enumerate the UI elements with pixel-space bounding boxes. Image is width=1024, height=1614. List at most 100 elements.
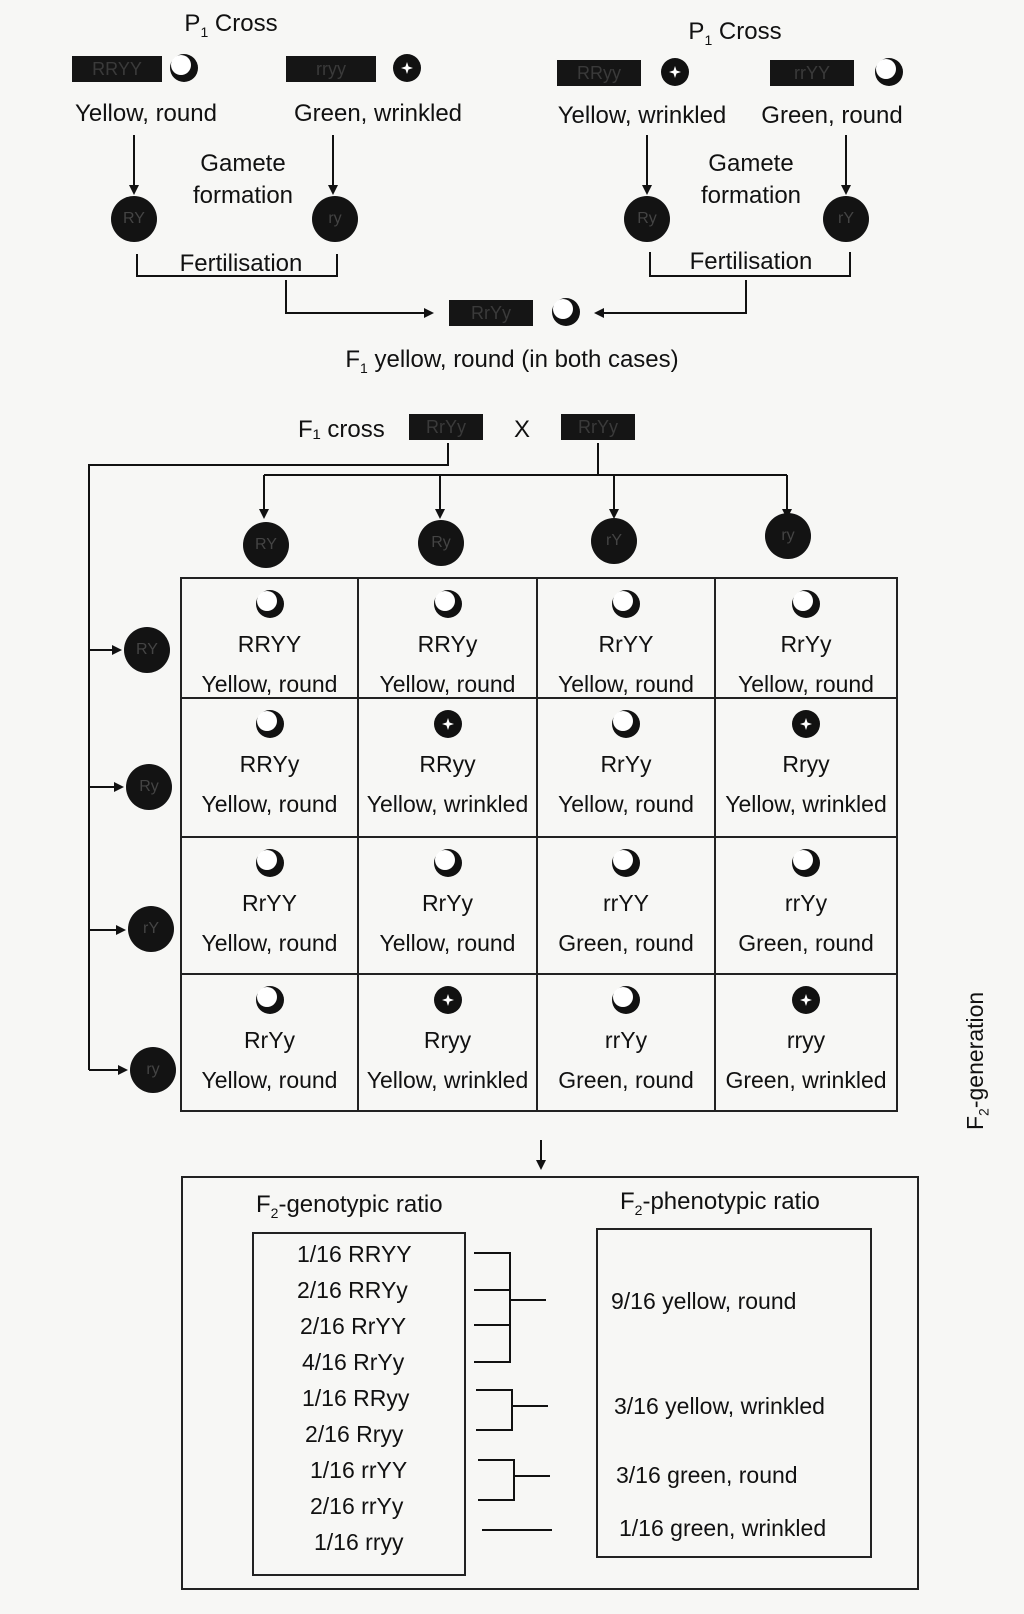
cell-phenotype: Yellow, round [379,671,516,697]
phenotypic-ratio-box [596,1228,872,1558]
round-seed-icon [433,589,463,619]
cell-genotype: rryy [786,1027,826,1053]
f1-cross-right-box: RrYy [561,414,635,440]
cell-genotype: rrYy [604,1027,648,1053]
right-p1-title: P1 Cross [688,18,782,48]
genotypic-item: 4/16 RrYy [302,1349,405,1375]
cell-genotype: RrYY [242,890,297,916]
cell-genotype: RrYy [421,890,474,916]
punnett-cell: RrYY Yellow, round [536,577,716,699]
column-gamete-3: rY [591,518,637,564]
wrinkled-seed-icon [791,985,821,1015]
punnett-cell: rrYY Green, round [536,836,716,975]
cell-phenotype: Yellow, round [201,671,338,697]
round-seed-icon [433,848,463,878]
f1-left-branch [88,443,449,1070]
left-gamete-2: ry [312,196,358,242]
bracket-9-16 [474,1252,511,1363]
left-parent1-genotype-box: RRYY [72,56,162,82]
round-seed-icon [552,298,580,326]
cell-phenotype: Yellow, round [379,930,516,956]
left-parent2-genotype-box: rryy [286,56,376,82]
genotypic-item: 1/16 rryy [314,1529,404,1555]
row-gamete-3: rY [128,906,174,952]
right-fertilisation-bracket [649,252,851,277]
left-fertilisation-label: Fertilisation [179,250,303,277]
round-seed-icon [255,985,285,1015]
genotypic-ratio-title: F2-genotypic ratio [256,1191,443,1221]
bracket-3-16-yw [476,1389,513,1431]
right-gamete-1: Ry [624,196,670,242]
round-seed-icon [611,848,641,878]
genotypic-item: 2/16 Rryy [305,1421,404,1447]
round-seed-icon [791,848,821,878]
round-seed-icon [255,848,285,878]
cell-phenotype: Yellow, round [558,791,694,817]
cell-genotype: RRYY [237,631,302,657]
f1-cross-left-box: RrYy [409,414,483,440]
wrinkled-seed-icon [393,54,421,82]
left-parent1-label: Yellow, round [75,100,217,127]
genotypic-item: 2/16 RRYy [297,1277,408,1303]
cell-phenotype: Yellow, round [558,671,694,697]
column-gamete-1: RY [243,522,289,568]
cell-phenotype: Yellow, round [201,1067,338,1093]
cell-genotype: rrYY [603,890,649,916]
right-to-f1-arrow [594,280,747,318]
cell-phenotype: Green, round [738,930,874,956]
f2-generation-label: F2-generation [962,991,992,1130]
column-gamete-2: Ry [418,520,464,566]
bracket-3-16-gr [478,1459,515,1501]
round-seed-icon [255,709,285,739]
cell-genotype: Rryy [782,751,830,777]
phenotypic-ratio-title: F2-phenotypic ratio [620,1188,820,1218]
punnett-cell: RRYY Yellow, round [180,577,359,699]
punnett-cell: RrYY Yellow, round [180,836,359,975]
wrinkled-seed-icon [433,985,463,1015]
wrinkled-seed-icon [661,58,689,86]
cell-phenotype: Green, round [558,930,694,956]
f1-genotype-box: RrYy [449,300,533,326]
cell-phenotype: Yellow, round [738,671,874,697]
f1-right-branch [264,443,599,476]
phenotypic-item: 1/16 green, wrinkled [619,1515,827,1541]
cell-phenotype: Green, round [558,1067,694,1093]
left-gamete-1: RY [111,196,157,242]
round-seed-icon [611,985,641,1015]
f1-label: F1 yellow, round (in both cases) [345,346,679,376]
cell-genotype: RrYY [598,631,654,657]
cell-genotype: RRyy [419,751,476,777]
left-p1-title: P1 Cross [184,10,278,40]
cell-phenotype: Green, wrinkled [725,1067,887,1093]
cell-phenotype: Yellow, round [201,930,338,956]
round-seed-icon [255,589,285,619]
phenotypic-item: 3/16 yellow, wrinkled [614,1393,825,1419]
left-parent2-label: Green, wrinkled [293,100,463,127]
genotypic-item: 2/16 rrYy [310,1493,404,1519]
f1-cross-label: F₁ cross [298,416,385,443]
round-seed-icon [170,54,198,82]
round-seed-icon [611,589,641,619]
cell-phenotype: Yellow, wrinkled [366,1067,529,1093]
right-parent2-genotype-box: rrYY [770,60,854,86]
genotypic-ratio-box [252,1232,466,1576]
cell-genotype: RrYy [243,1027,296,1053]
round-seed-icon [611,709,641,739]
row-gamete-2: Ry [126,764,172,810]
column-gamete-4: ry [765,513,811,559]
right-gamete-2: rY [823,196,869,242]
right-parent1-genotype-box: RRyy [557,60,641,86]
wrinkled-seed-icon [433,709,463,739]
cell-phenotype: Yellow, round [201,791,338,817]
cell-phenotype: Yellow, wrinkled [725,791,887,817]
f1-cross-x: X [514,416,531,443]
left-fertilisation-bracket [136,254,338,277]
